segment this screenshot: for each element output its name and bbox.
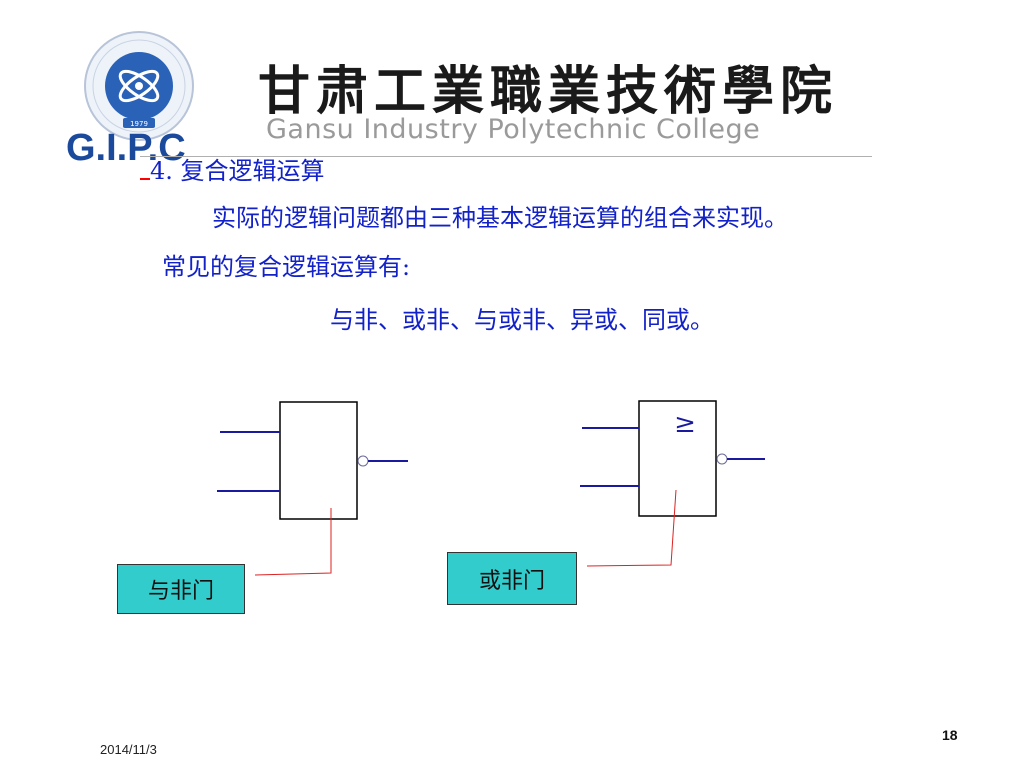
college-abbreviation-logo: G.I.P.C — [66, 127, 186, 169]
body-line-2: 常见的复合逻辑运算有: — [162, 253, 411, 281]
header-divider — [140, 156, 872, 157]
nor-gate-body — [638, 400, 717, 517]
college-emblem: 1979 — [84, 31, 194, 141]
nor-gate: ≥ — [580, 400, 765, 517]
body-line-3: 与非、或非、与或非、异或、同或。 — [330, 306, 714, 334]
body-line-1: 实际的逻辑问题都由三种基本逻辑运算的组合来实现。 — [212, 204, 788, 232]
footer-date: 2014/11/3 — [100, 742, 157, 757]
page-number: 18 — [942, 727, 958, 743]
svg-text:1979: 1979 — [130, 120, 148, 128]
nor-symbol: ≥ — [674, 409, 696, 439]
college-name-english: Gansu Industry Polytechnic College — [266, 114, 761, 145]
nand-leader-line — [254, 508, 332, 576]
nand-gate-body — [279, 401, 358, 520]
nand-inversion-bubble — [357, 455, 369, 467]
nand-gate-label: 与非门 — [117, 564, 245, 614]
bullet-marker — [140, 178, 150, 180]
nand-gate — [217, 401, 408, 520]
nor-inversion-bubble — [716, 453, 728, 465]
college-name-chinese: 甘肃工業職業技術學院 — [258, 61, 839, 122]
section-heading: 4. 复合逻辑运算 — [150, 157, 325, 185]
nor-gate-label: 或非门 — [447, 552, 577, 605]
nor-leader-line — [586, 489, 677, 567]
